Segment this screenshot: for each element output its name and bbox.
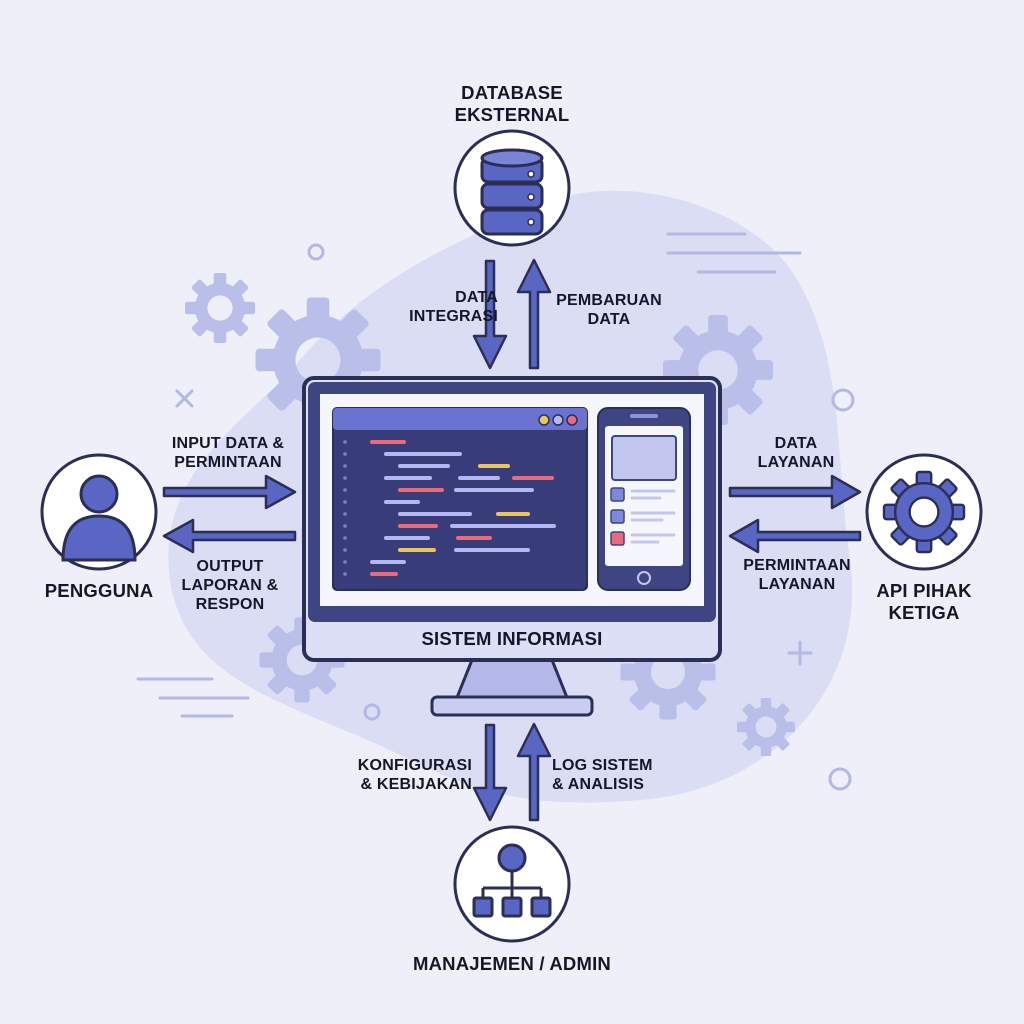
database-icon <box>480 148 544 236</box>
monitor-base <box>430 695 594 717</box>
node-admin <box>453 825 571 943</box>
flow-label-log-sistem: LOG SISTEM & ANALISIS <box>552 757 653 793</box>
gear-decor-icon <box>185 273 255 343</box>
flow-label-data-integrasi: DATA INTEGRASI <box>409 289 498 325</box>
code-window <box>332 407 588 591</box>
user-label: PENGGUNA <box>44 580 154 601</box>
flow-label-input-data: INPUT DATA & PERMINTAAN <box>171 435 285 471</box>
monitor <box>302 376 722 717</box>
node-user <box>40 453 158 571</box>
monitor-stand <box>453 658 571 702</box>
flow-label-konfigurasi: KONFIGURASI & KEBIJAKAN <box>357 757 472 793</box>
arrow-output-laporan <box>162 518 297 554</box>
node-api <box>865 453 983 571</box>
flow-label-permintaan-layanan: PERMINTAAN LAYANAN <box>743 557 851 593</box>
arrow-data-integrasi <box>472 259 508 370</box>
arrow-log-sistem <box>516 722 552 822</box>
center-title: SISTEM INFORMASI <box>421 628 603 649</box>
node-database <box>453 129 571 247</box>
flow-label-pembaruan-data: PEMBARUAN DATA <box>556 292 662 328</box>
flow-label-data-layanan: DATA LAYANAN <box>757 435 835 471</box>
flow-label-output-laporan: OUTPUT LAPORAN & RESPON <box>181 558 279 613</box>
admin-label: MANAJEMEN / ADMIN <box>413 953 611 974</box>
arrow-pembaruan-data <box>516 258 552 370</box>
api-label: API PIHAK KETIGA <box>876 580 972 623</box>
arrow-data-layanan <box>728 474 862 510</box>
phone-mockup <box>597 407 691 591</box>
arrow-permintaan-layanan <box>728 518 862 554</box>
arrow-input-data <box>162 474 297 510</box>
org-chart-icon <box>472 843 552 918</box>
database-label: DATABASE EKSTERNAL <box>454 82 570 125</box>
user-icon <box>61 474 137 562</box>
arrow-konfigurasi <box>472 723 508 822</box>
decor-marks <box>136 232 855 791</box>
